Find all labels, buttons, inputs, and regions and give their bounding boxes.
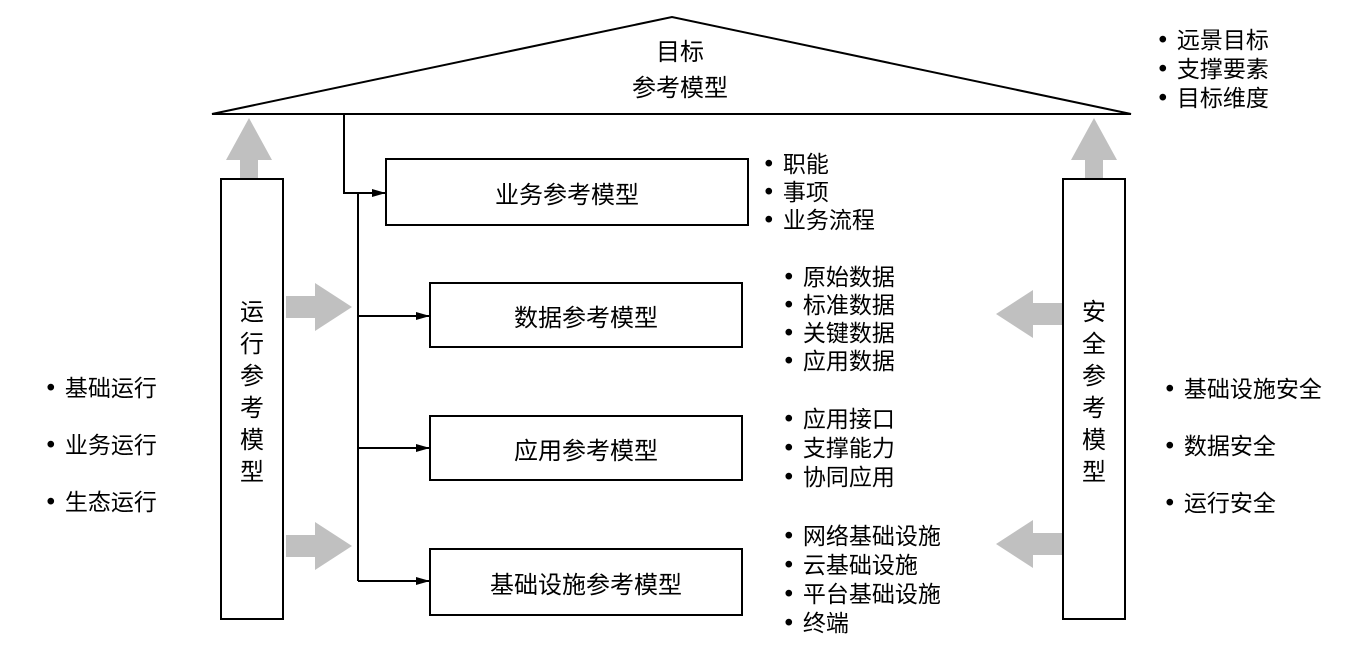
roof-title-line1: 目标 [656, 38, 704, 66]
list-item: 远景目标 [1156, 27, 1269, 56]
pillar-char: 考 [240, 394, 264, 422]
list-item: 职能 [762, 151, 875, 179]
list-item: 运行安全 [1163, 476, 1322, 533]
data-reference-model-box: 数据参考模型 [429, 282, 743, 348]
right-pillar-security-model: 安 全 参 考 模 型 [1062, 178, 1126, 620]
right-up-arrow [1071, 118, 1117, 178]
pillar-char: 模 [1082, 426, 1106, 454]
roof-bullet-list: 远景目标 支撑要素 目标维度 [1156, 27, 1269, 114]
business-model-bullets: 职能 事项 业务流程 [762, 151, 875, 235]
data-model-bullets: 原始数据 标准数据 关键数据 应用数据 [782, 264, 895, 376]
roof-triangle [211, 15, 1132, 115]
list-item: 云基础设施 [782, 552, 941, 581]
list-item: 基础运行 [44, 361, 157, 418]
pillar-char: 行 [240, 330, 264, 358]
pillar-char: 考 [1082, 394, 1106, 422]
pillar-char: 型 [240, 458, 264, 486]
left-pillar-arrow-top [286, 283, 352, 331]
pillar-char: 运 [240, 298, 264, 326]
list-item: 数据安全 [1163, 419, 1322, 476]
application-reference-model-box: 应用参考模型 [429, 415, 743, 481]
pillar-char: 全 [1082, 330, 1106, 358]
pillar-char: 参 [240, 362, 264, 390]
list-item: 关键数据 [782, 320, 895, 348]
list-item: 应用数据 [782, 348, 895, 376]
list-item: 标准数据 [782, 292, 895, 320]
business-reference-model-box: 业务参考模型 [385, 158, 749, 226]
list-item: 生态运行 [44, 475, 157, 532]
pillar-char: 安 [1082, 298, 1106, 326]
application-model-bullets: 应用接口 支撑能力 协同应用 [782, 406, 895, 493]
list-item: 事项 [762, 179, 875, 207]
right-bullet-list: 基础设施安全 数据安全 运行安全 [1163, 362, 1322, 533]
list-item: 终端 [782, 610, 941, 639]
pillar-char: 型 [1082, 458, 1106, 486]
right-pillar-arrow-bottom [996, 520, 1062, 568]
right-pillar-arrow-top [996, 290, 1062, 338]
list-item: 业务运行 [44, 418, 157, 475]
list-item: 基础设施安全 [1163, 362, 1322, 419]
list-item: 业务流程 [762, 207, 875, 235]
roof-to-business-connector [343, 114, 386, 197]
list-item: 支撑要素 [1156, 56, 1269, 85]
list-item: 协同应用 [782, 464, 895, 493]
pillar-char: 模 [240, 426, 264, 454]
infrastructure-model-bullets: 网络基础设施 云基础设施 平台基础设施 终端 [782, 523, 941, 639]
pillar-char: 参 [1082, 362, 1106, 390]
left-bullet-list: 基础运行 业务运行 生态运行 [44, 361, 157, 532]
list-item: 应用接口 [782, 406, 895, 435]
left-up-arrow [226, 118, 272, 178]
list-item: 平台基础设施 [782, 581, 941, 610]
list-item: 网络基础设施 [782, 523, 941, 552]
left-pillar-arrow-bottom [286, 522, 352, 570]
list-item: 目标维度 [1156, 85, 1269, 114]
left-pillar-operation-model: 运 行 参 考 模 型 [220, 178, 284, 620]
list-item: 原始数据 [782, 264, 895, 292]
infrastructure-reference-model-box: 基础设施参考模型 [429, 548, 743, 616]
list-item: 支撑能力 [782, 435, 895, 464]
roof-title-line2: 参考模型 [632, 74, 728, 102]
